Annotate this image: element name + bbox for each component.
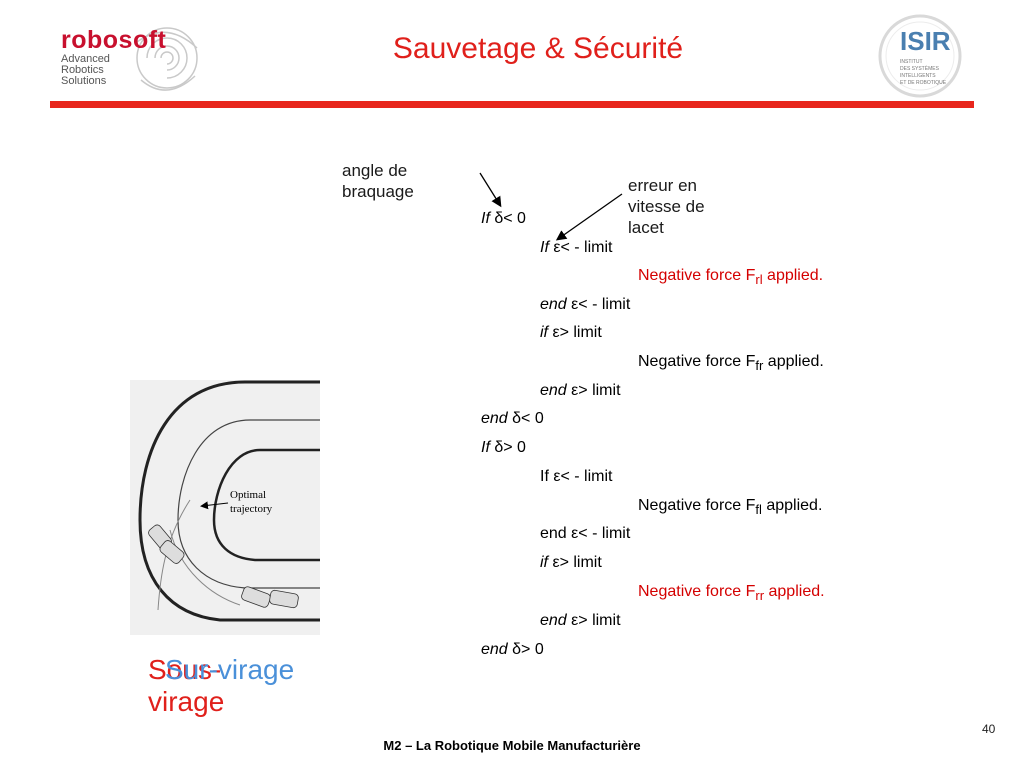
robosoft-line-1: Advanced <box>61 53 110 65</box>
code-line: If ε< - limit <box>540 467 612 487</box>
applied-text: applied. <box>764 583 825 600</box>
applied-text: applied. <box>761 497 823 514</box>
code-line: Negative force Frr applied. <box>638 582 825 606</box>
code-condition: δ< 0 <box>507 410 544 427</box>
yaw-line-1: erreur en <box>628 176 697 195</box>
code-line: If ε< - limit <box>540 238 612 258</box>
optimal-trajectory-line-1: Optimal <box>230 489 266 501</box>
wheel-subscript: rl <box>755 272 763 287</box>
code-condition: ε> limit <box>548 324 602 341</box>
wheel-subscript: fl <box>755 502 762 517</box>
code-condition: If ε< - limit <box>540 468 613 485</box>
code-keyword: end <box>540 612 567 629</box>
code-line: if ε> limit <box>540 553 602 573</box>
header-divider <box>50 101 974 108</box>
force-text: Negative force F <box>638 497 756 514</box>
code-line: Negative force Frl applied. <box>638 266 823 290</box>
isir-line-4: ET DE ROBOTIQUE <box>900 80 947 86</box>
code-condition: ε> limit <box>566 382 621 399</box>
robosoft-line-3: Solutions <box>61 75 107 87</box>
trajectory-pointer <box>200 501 229 510</box>
understeer-line-2: virage <box>148 686 225 717</box>
applied-text: applied. <box>762 267 824 284</box>
robosoft-line-2: Robotics <box>61 64 104 76</box>
page-title-text: Sauvetage & Sécurité <box>392 32 684 65</box>
code-condition: δ> 0 <box>507 641 544 658</box>
yaw-arrow <box>555 193 623 241</box>
code-keyword: end <box>481 641 508 658</box>
code-line: end δ< 0 <box>481 409 544 429</box>
code-line: if ε> limit <box>540 323 602 343</box>
code-keyword: If <box>481 439 490 456</box>
code-keyword: If <box>481 210 490 227</box>
isir-line-2: DES SYSTÈMES <box>900 65 940 72</box>
steering-angle-line-1: angle de <box>342 161 408 180</box>
code-condition: δ> 0 <box>489 439 526 456</box>
robosoft-logo: robosoft Advanced Robotics Solutions <box>55 22 215 102</box>
vehicle-trajectory-figure: Optimal trajectory <box>130 380 320 635</box>
code-line: end ε> limit <box>540 381 621 401</box>
isir-line-1: INSTITUT <box>900 59 923 65</box>
code-line: If δ> 0 <box>481 438 526 458</box>
car-icon <box>148 524 299 609</box>
code-keyword: end <box>540 382 567 399</box>
code-keyword: end <box>540 296 567 313</box>
code-line: If δ< 0 <box>481 209 526 229</box>
robosoft-brand: robosoft <box>61 26 167 54</box>
isir-line-3: INTELLIGENTS <box>900 73 936 79</box>
code-condition: end ε< - limit <box>540 525 631 542</box>
code-line: Negative force Ffr applied. <box>638 352 824 376</box>
steering-angle-line-2: braquage <box>342 182 414 201</box>
code-condition: δ< 0 <box>489 210 526 227</box>
force-text: Negative force F <box>638 353 756 370</box>
force-text: Negative force F <box>638 583 756 600</box>
code-line: end ε> limit <box>540 611 621 631</box>
wheel-subscript: fr <box>755 358 764 373</box>
code-keyword: if <box>540 554 548 571</box>
understeer-line-1: Sous- <box>148 654 222 685</box>
code-line: end ε< - limit <box>540 524 630 544</box>
code-keyword: if <box>540 324 548 341</box>
code-condition: ε> limit <box>566 612 621 629</box>
steering-angle-label: angle de braquage <box>342 160 414 202</box>
force-text: Negative force F <box>638 267 756 284</box>
oversteer-caption: Sur-virage <box>165 654 295 685</box>
code-line: end ε< - limit <box>540 295 630 315</box>
code-condition: ε< - limit <box>548 239 613 256</box>
robosoft-swirl-icon <box>136 27 198 91</box>
yaw-line-3: lacet <box>628 218 664 237</box>
page-number: 40 <box>982 722 996 736</box>
wheel-subscript: rr <box>755 588 765 603</box>
footer-text: M2 – La Robotique Mobile Manufacturière <box>383 738 641 753</box>
code-line: Negative force Ffl applied. <box>638 496 822 520</box>
optimal-trajectory-line-2: trajectory <box>230 503 273 515</box>
yaw-rate-error-label: erreur en vitesse de lacet <box>628 175 705 238</box>
code-condition: ε< - limit <box>566 296 631 313</box>
page-title: Sauvetage & Sécurité <box>0 32 1024 66</box>
yaw-line-2: vitesse de <box>628 197 705 216</box>
isir-logo: ISIR INSTITUT DES SYSTÈMES INTELLIGENTS … <box>878 14 962 98</box>
isir-brand: ISIR <box>900 26 951 56</box>
code-keyword: end <box>481 410 508 427</box>
code-condition: ε> limit <box>548 554 602 571</box>
steering-arrow <box>479 172 502 208</box>
applied-text: applied. <box>763 353 824 370</box>
code-keyword: If <box>540 239 549 256</box>
understeer-caption: Sous- virage <box>148 654 224 718</box>
code-line: end δ> 0 <box>481 640 544 660</box>
